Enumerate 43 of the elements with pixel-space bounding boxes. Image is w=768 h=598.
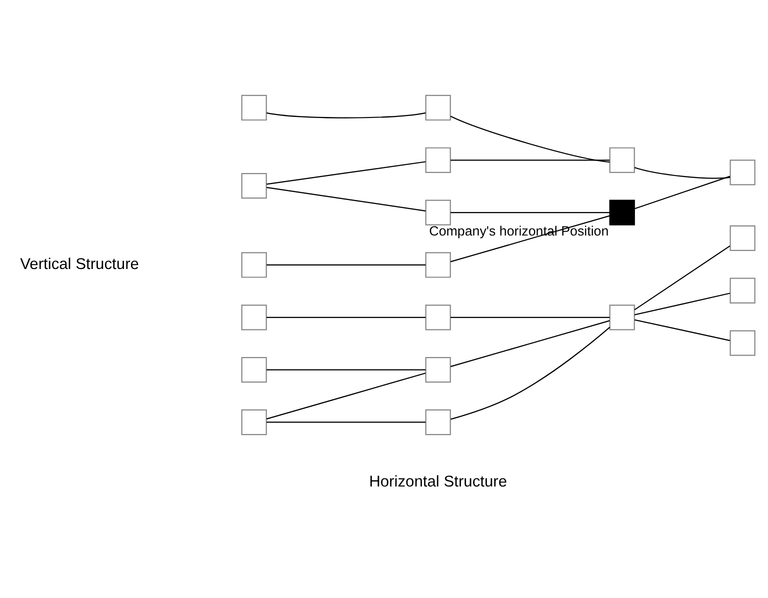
node-box (730, 225, 756, 252)
node-box (241, 409, 267, 436)
node-label: Company's horizontal Position (429, 224, 609, 239)
connector (450, 215, 610, 262)
connector (266, 422, 426, 423)
connector (266, 316, 426, 318)
node-box (425, 357, 451, 383)
node-box (609, 304, 635, 330)
node-box (730, 160, 756, 186)
connector (450, 212, 610, 214)
connector (266, 161, 426, 185)
node-box (425, 409, 451, 436)
node-box (730, 278, 756, 304)
connector (266, 112, 426, 118)
node-box (241, 94, 267, 121)
node-box (425, 200, 451, 226)
connector (634, 319, 730, 342)
label: Vertical Structure (20, 256, 139, 274)
node-box (730, 330, 756, 356)
node-box (425, 304, 451, 330)
connector (266, 372, 426, 420)
connector (450, 320, 610, 368)
connector (266, 264, 426, 266)
node-box (609, 200, 635, 226)
connector (634, 292, 730, 316)
label: Horizontal Structure (369, 474, 508, 491)
node-box (425, 252, 451, 278)
node-box (425, 147, 451, 173)
node-box (425, 94, 451, 121)
node-box (241, 357, 267, 383)
node-box (241, 172, 267, 199)
node-box (241, 252, 267, 278)
node-box (241, 304, 267, 330)
connector (450, 160, 610, 161)
connector (450, 316, 610, 318)
connector (266, 369, 426, 370)
connector (266, 186, 426, 212)
node-box (609, 147, 635, 173)
connector (634, 167, 730, 179)
connector (450, 326, 610, 420)
connector (450, 116, 610, 163)
connector (634, 176, 730, 210)
connector (634, 245, 730, 310)
